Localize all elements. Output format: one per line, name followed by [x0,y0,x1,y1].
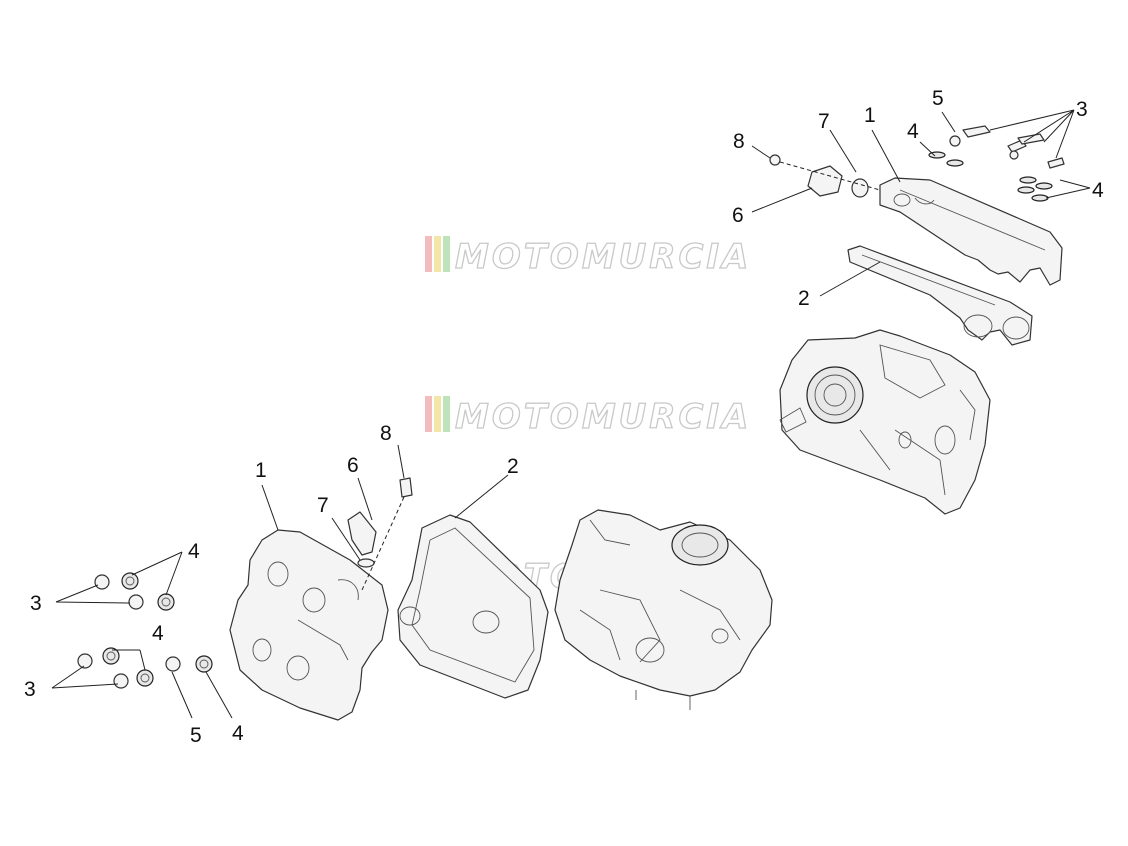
rear-washers [928,151,1053,202]
callout-3: 3 [1076,98,1088,121]
callout-3: 3 [30,592,42,615]
callout-8: 8 [380,422,392,445]
callout-7: 7 [317,494,329,517]
watermark-stripe-green [443,236,450,272]
callout-4: 4 [232,722,244,745]
watermark-middle: MOTOMURCIA [425,396,751,438]
watermark-stripe-red [425,396,432,432]
front-washers [102,572,213,687]
watermark-stripe-yellow [434,236,441,272]
callout-1: 1 [864,104,876,127]
watermark-text: MOTOMURCIA [455,237,751,277]
callout-2: 2 [798,287,810,310]
rear-valve-cover [879,177,1063,286]
left-leader-lines [51,444,509,719]
callout-5: 5 [932,87,944,110]
callout-4: 4 [188,540,200,563]
right-leader-lines [751,109,1091,297]
front-valve-cover [229,529,389,721]
front-throttle-port [671,524,729,566]
rear-valve-cover-gasket [847,245,1033,346]
callout-4: 4 [907,120,919,143]
callout-1: 1 [255,459,267,482]
left-callouts: 8 6 2 1 7 4 3 4 3 5 4 [24,422,519,747]
watermark-stripe-green [443,396,450,432]
callout-8: 8 [733,130,745,153]
watermark-stripe-yellow [434,396,441,432]
callout-7: 7 [818,110,830,133]
watermark-stripe-red [425,236,432,272]
callout-5: 5 [190,724,202,747]
front-bolts [77,574,181,689]
rear-screw [769,154,781,166]
callout-4: 4 [1092,179,1104,202]
callout-6: 6 [347,454,359,477]
rear-cylinder-assembly [769,125,1065,515]
callout-6: 6 [732,204,744,227]
rear-bolts [949,125,1065,169]
front-cylinder-assembly [77,477,773,721]
callout-2: 2 [507,455,519,478]
watermark-text: MOTOMURCIA [455,397,751,437]
rear-cylinder-head [779,329,991,515]
front-o-ring [357,558,375,568]
front-cylinder-head [554,509,773,697]
front-screw [399,477,413,498]
right-callouts: 8 7 1 5 3 4 4 6 2 [732,87,1104,310]
front-breather-fitting [347,511,377,556]
watermark-top: MOTOMURCIA [425,236,751,278]
callout-3: 3 [24,678,36,701]
rear-breather-fitting [807,165,843,197]
rear-o-ring [851,178,869,198]
callout-4: 4 [152,622,164,645]
front-valve-cover-gasket [397,514,549,699]
